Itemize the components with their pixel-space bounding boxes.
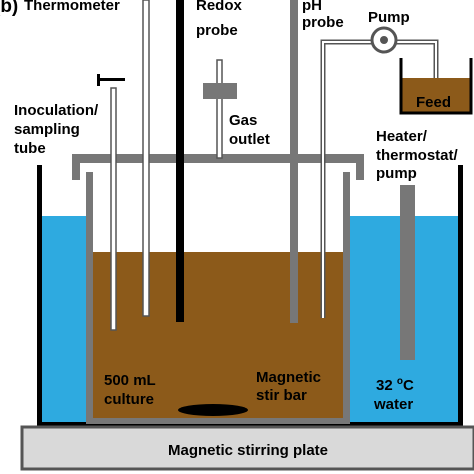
sampling-tube <box>110 87 117 331</box>
gas-outlet-label: Gas <box>229 112 257 129</box>
vessel-lid-left-lip <box>72 154 80 180</box>
feed-vessel <box>399 58 473 115</box>
feed-label: Feed <box>416 94 451 111</box>
gas-outlet-label-line2: outlet <box>229 131 270 148</box>
inner-vessel-right-wall <box>343 172 350 424</box>
stirring-plate-label: Magnetic stirring plate <box>168 442 328 459</box>
feed-line-inner <box>322 41 372 318</box>
inoculation-label-line2: sampling <box>14 121 80 138</box>
magnetic-stir-bar <box>178 404 248 416</box>
sampling-tube-clamp-stem <box>97 74 100 86</box>
water-label: water <box>373 396 413 413</box>
figure-letter: (b) <box>0 0 18 17</box>
redox-label-line2: probe <box>196 22 238 39</box>
culture-label: 500 mL <box>104 372 156 389</box>
redox-label: Redox <box>196 0 243 14</box>
redox-probe <box>176 0 184 322</box>
heater-rod <box>400 185 415 360</box>
inoculation-label: Inoculation/ <box>14 102 99 119</box>
ph-label: pH <box>302 0 322 14</box>
outer-tank-right-wall <box>458 165 463 427</box>
pump-label: Pump <box>368 9 410 26</box>
stirring-plate <box>20 425 474 471</box>
outer-tank-left-wall <box>37 165 42 427</box>
inner-vessel-bottom <box>86 418 350 424</box>
pump-rotor-icon <box>380 36 388 44</box>
culture-liquid <box>92 252 344 420</box>
culture-label-line2: culture <box>104 391 154 408</box>
ph-probe <box>290 0 298 323</box>
heater-label-line3: pump <box>376 165 417 182</box>
outer-tank-bottom <box>37 422 463 427</box>
heater-label: Heater/ <box>376 128 428 145</box>
sampling-tube-clamp <box>97 78 125 81</box>
inoculation-label-line3: tube <box>14 140 46 157</box>
gas-outlet-tube <box>216 59 223 159</box>
gas-outlet-valve <box>203 83 237 99</box>
inner-vessel-left-wall <box>86 172 93 424</box>
water-temp-label: 32 oC <box>376 376 414 394</box>
thermometer-label: Thermometer <box>24 0 120 14</box>
heater-label-line2: thermostat/ <box>376 147 459 164</box>
stir-bar-label: Magnetic <box>256 369 321 386</box>
stir-bar-label-line2: stir bar <box>256 387 307 404</box>
vessel-lid-right-lip <box>356 154 364 180</box>
thermometer <box>142 0 150 317</box>
feed-vessel-liquid <box>402 78 470 112</box>
ph-label-line2: probe <box>302 14 344 31</box>
